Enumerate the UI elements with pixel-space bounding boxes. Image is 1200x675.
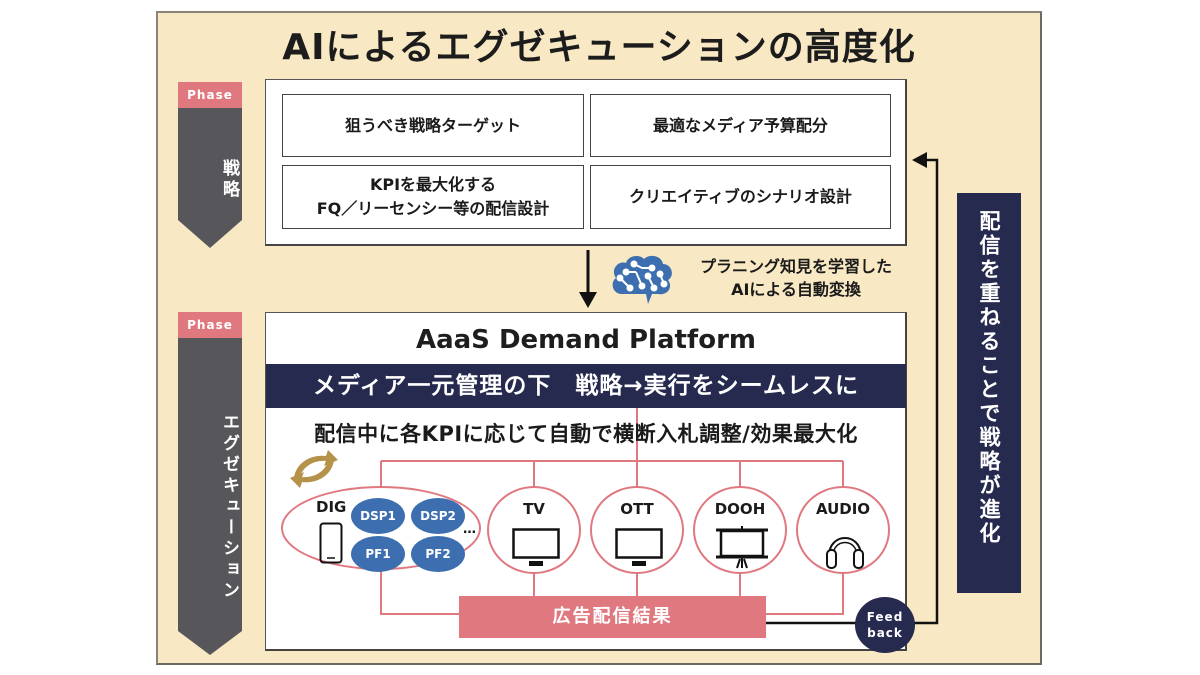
media-label: AUDIO [815,500,871,518]
platform-subtitle: 配信中に各KPIに応じて自動で横断入札調整/効果最大化 [314,422,858,446]
phase-label: 戦略 [219,159,239,201]
strategy-cell-budget: 最適なメディア予算配分 [590,94,891,157]
platform-title: AaaS Demand Platform [415,325,757,355]
media-label: DIG [316,498,347,516]
refresh-cycle-icon [290,450,338,488]
phase-label: エグゼキューション [219,412,239,602]
ai-note-line1: プラニング知見を学習した [699,257,892,276]
billboard-icon [716,526,768,569]
phase-tag: Phase [178,82,242,108]
strategy-evolve-banner [957,193,1021,593]
media-audio: AUDIO [796,486,890,574]
media-dig: DIG DSP1 DSP2 PF1 PF2 … [281,486,481,572]
strategy-evolve-label: 配信を重ねることで戦略が進化 [977,210,1001,546]
phase-strategy: Phase 戦略 [178,82,242,248]
feedback-line1: Feed [866,610,904,624]
headphones-icon [826,537,864,569]
platform-pill: PF2 [411,536,465,572]
ad-delivery-result: 広告配信結果 [459,596,766,638]
platform-banner: メディア一元管理の下 戦略→実行をシームレスに [266,364,906,408]
media-label: DOOH [714,500,766,518]
phase-execution: Phase エグゼキューション [178,312,242,655]
diagram-title: AIによるエグゼキューションの高度化 [282,27,916,68]
phase-tag: Phase [178,312,242,338]
smartphone-icon [319,522,343,564]
media-label: TV [523,500,545,518]
media-tv: TV [487,486,581,574]
phase-body [178,108,242,220]
phase-arrow-tip [178,631,242,655]
tv-icon [615,528,663,566]
brain-circuit-icon [612,255,672,304]
phase-arrow-tip [178,220,242,248]
ai-note-line2: AIによる自動変換 [731,280,861,299]
platform-pill: DSP1 [351,498,405,534]
strategy-cell-delivery: KPIを最大化する FQ／リーセンシー等の配信設計 [282,165,584,229]
platform-pill: DSP2 [411,498,465,534]
feedback-badge: Feed back [855,597,915,653]
tv-icon [512,528,560,566]
down-arrow-icon [579,250,597,308]
strategy-cell-creative: クリエイティブのシナリオ設計 [590,165,891,229]
ai-conversion-note: プラニング知見を学習した AIによる自動変換 [678,255,914,301]
feedback-line2: back [867,626,903,640]
platform-pill: PF1 [351,536,405,572]
media-label: OTT [620,500,654,518]
media-ott: OTT [590,486,684,574]
media-dooh: DOOH [693,486,787,574]
more-ellipsis: … [463,522,476,537]
phase-body [178,338,242,631]
strategy-cell-target: 狙うべき戦略ターゲット [282,94,584,157]
